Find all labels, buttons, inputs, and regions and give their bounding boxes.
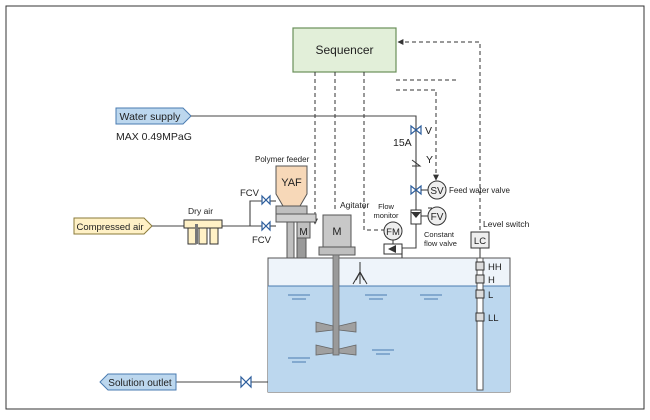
- feed-water-valve-label: Feed water valve: [449, 186, 510, 195]
- flow-monitor-label-2: monitor: [373, 211, 399, 220]
- diagram-frame: [5, 5, 645, 410]
- max-pressure-label: MAX 0.49MPaG: [116, 131, 192, 143]
- valve-v: [410, 124, 422, 136]
- sv-label: SV: [430, 186, 444, 197]
- fm-label: FM: [386, 227, 400, 238]
- air-pipe-2: [222, 200, 276, 227]
- level-hh: [475, 261, 485, 271]
- fv-valve: FV: [410, 206, 447, 226]
- valve-v-label: V: [425, 125, 432, 137]
- level-switch: LC: [470, 231, 490, 391]
- fcv-valve-bottom: [261, 220, 271, 232]
- flow-monitor-label-1: Flow: [378, 202, 394, 211]
- constant-flow-label-1: Constant: [424, 230, 455, 239]
- fcv-bottom-label: FCV: [252, 235, 272, 246]
- yaf-label: YAF: [281, 177, 302, 189]
- agitator-blade-bottom: [315, 344, 357, 356]
- h-label: H: [488, 275, 495, 286]
- flow-monitor: FM: [383, 221, 403, 255]
- tank-solution: [268, 286, 510, 392]
- level-l: [475, 289, 485, 299]
- signal-lines: [312, 39, 481, 231]
- level-ll: [475, 312, 485, 322]
- l-label: L: [488, 290, 493, 301]
- fcv-top-label: FCV: [240, 188, 260, 199]
- agitator-motor-label: M: [332, 226, 341, 238]
- size-15a-label: 15A: [393, 137, 412, 149]
- lc-label: LC: [474, 236, 486, 247]
- strainer-y: [411, 159, 422, 167]
- polymer-feeder: YAF M: [275, 165, 317, 259]
- fcv-valve-top: [261, 194, 271, 206]
- compressed-air-label: Compressed air: [76, 222, 143, 233]
- sequencer-box: Sequencer: [292, 27, 397, 73]
- constant-flow-label-2: flow valve: [424, 239, 457, 248]
- compressed-air-tag: Compressed air: [73, 217, 153, 235]
- water-supply-label: Water supply: [120, 111, 182, 123]
- hh-label: HH: [488, 262, 502, 273]
- outlet-valve: [240, 375, 252, 389]
- agitator: M: [315, 214, 357, 356]
- level-switch-label: Level switch: [483, 219, 530, 229]
- polymer-feeder-label: Polymer feeder: [255, 155, 310, 164]
- ll-label: LL: [488, 313, 499, 324]
- sequencer-label: Sequencer: [315, 43, 373, 57]
- solution-outlet-label: Solution outlet: [108, 378, 172, 389]
- fv-label: FV: [431, 212, 444, 223]
- level-h: [475, 274, 485, 284]
- dry-air-unit: [183, 219, 223, 245]
- strainer-y-label: Y: [426, 154, 433, 166]
- mixing-tank: [267, 257, 511, 393]
- water-supply-tag: Water supply: [115, 107, 192, 125]
- agitator-label: Agitator: [340, 200, 369, 210]
- spray-nozzle: [352, 262, 368, 285]
- sv-valve: SV: [410, 180, 447, 200]
- agitator-blade-top: [315, 321, 357, 333]
- feeder-motor-label: M: [299, 227, 307, 238]
- solution-outlet-tag: Solution outlet: [99, 373, 177, 391]
- dry-air-label: Dry air: [188, 206, 213, 216]
